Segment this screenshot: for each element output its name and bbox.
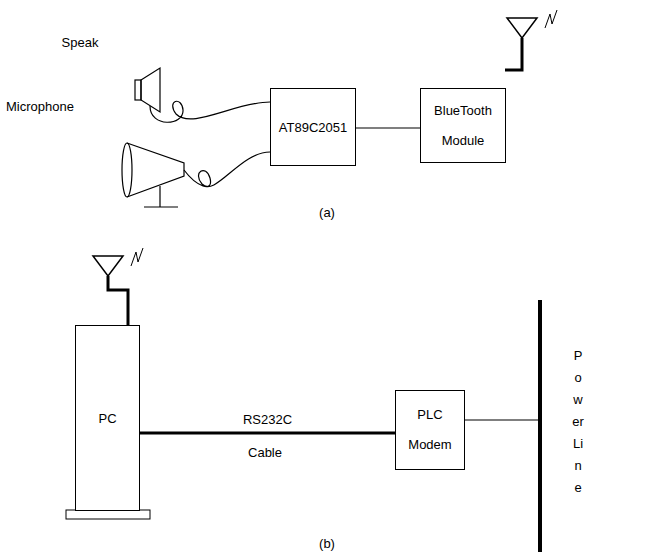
cable-label: Cable — [247, 445, 283, 460]
part-label: Microphone — [5, 99, 75, 114]
plc-modem-box: PLC Modem — [395, 390, 465, 470]
figure-label: (a) — [318, 205, 336, 220]
signal-symbol — [131, 248, 143, 266]
box-text: AT89C2051 — [279, 120, 347, 135]
speaker-wire — [150, 101, 270, 122]
speaker-magnet — [135, 80, 141, 100]
mic-opening — [122, 143, 132, 197]
antenna-feed — [505, 38, 522, 70]
antenna — [93, 256, 123, 276]
connector-line — [140, 432, 395, 435]
mic-stand — [144, 186, 178, 207]
power-line-label: Power Line — [571, 345, 586, 499]
mic-horn — [127, 143, 184, 197]
speaker-cone — [141, 68, 160, 112]
pc-tower: PC — [75, 325, 140, 511]
connector-line — [356, 127, 420, 128]
box-text: BlueTooth Module — [426, 96, 500, 156]
edge-label: RS232C — [242, 412, 293, 427]
antenna — [507, 18, 537, 38]
box-text: PC — [98, 411, 116, 426]
figure-label: (b) — [318, 536, 336, 551]
connector — [140, 433, 395, 434]
bluetooth-box: BlueTooth Module — [420, 88, 506, 163]
signal-symbol — [545, 10, 557, 28]
pc-base — [66, 510, 150, 519]
antenna-feed — [108, 276, 128, 326]
mic-wire — [184, 152, 270, 187]
mcu-box: AT89C2051 — [270, 88, 356, 166]
power-line — [538, 300, 542, 552]
connector — [356, 128, 420, 129]
modem-power-wire — [465, 419, 540, 420]
box-text: PLC Modem — [401, 400, 459, 460]
part-label: Speak — [61, 35, 100, 50]
